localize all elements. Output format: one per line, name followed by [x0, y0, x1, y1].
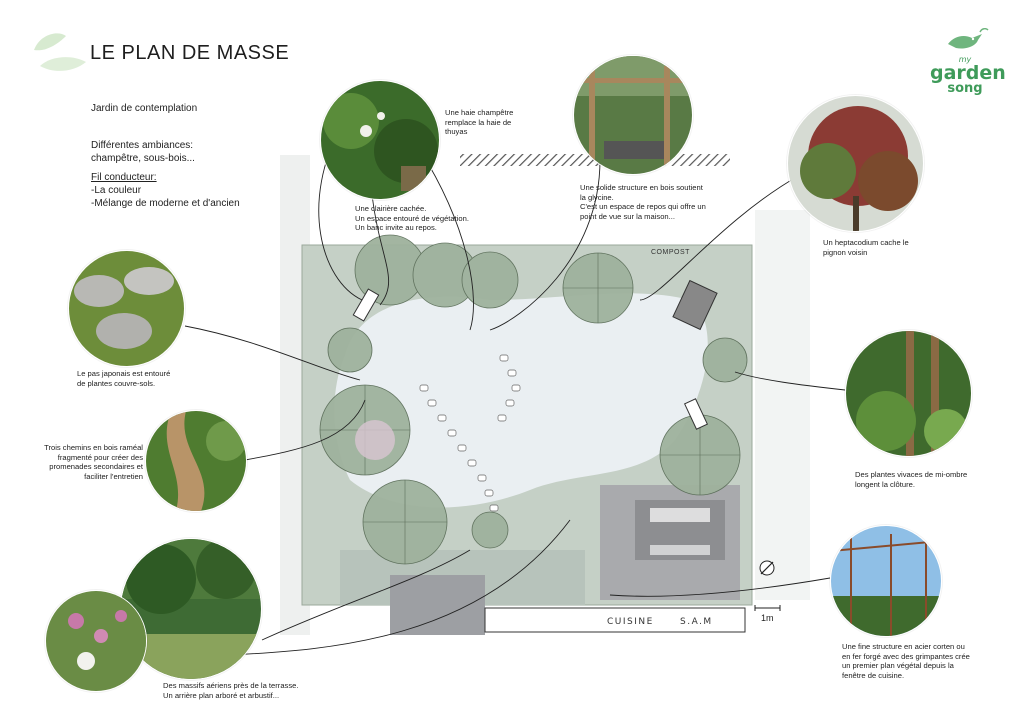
cuisine-label: CUISINE: [607, 617, 654, 627]
logo-line2: song: [947, 81, 983, 96]
scale-label: 1m: [761, 613, 774, 623]
photo-corten: [830, 525, 942, 637]
photo-haie: [320, 80, 440, 200]
bench-icon: [352, 279, 718, 430]
photo-vivaces: [845, 330, 972, 457]
photo-chemins: [145, 410, 247, 512]
intro-ambiances-2: champêtre, sous-bois...: [91, 153, 195, 164]
page-title: LE PLAN DE MASSE: [90, 42, 290, 64]
north-arrow-icon: [759, 560, 775, 576]
intro-fil-2: -Mélange de moderne et d'ancien: [91, 198, 240, 209]
photo-heptacodium: [787, 95, 924, 232]
intro-fil-title: Fil conducteur:: [91, 172, 157, 183]
brand-logo: my garden song: [930, 27, 1006, 96]
bird-icon: [948, 27, 989, 49]
sam-label: S.A.M: [680, 617, 713, 627]
logo-line1: garden: [930, 62, 1006, 84]
intro-ambiances-1: Différentes ambiances:: [91, 140, 194, 151]
leaf-icon: [30, 30, 90, 80]
photo-structure: [573, 55, 693, 175]
caption-clairiere: Une clairière cachée.Un espace entouré d…: [355, 204, 469, 233]
caption-massifs: Des massifs aériens près de la terrasse.…: [163, 681, 299, 700]
photo-massifs-2: [45, 590, 147, 692]
intro-fil-1: -La couleur: [91, 185, 142, 196]
photo-pas-japonais: [68, 250, 185, 367]
garden-plan: [280, 154, 810, 635]
intro-line1: Jardin de contemplation: [91, 103, 198, 114]
logo-small: my: [958, 55, 972, 64]
compost-label: COMPOST: [651, 249, 690, 256]
